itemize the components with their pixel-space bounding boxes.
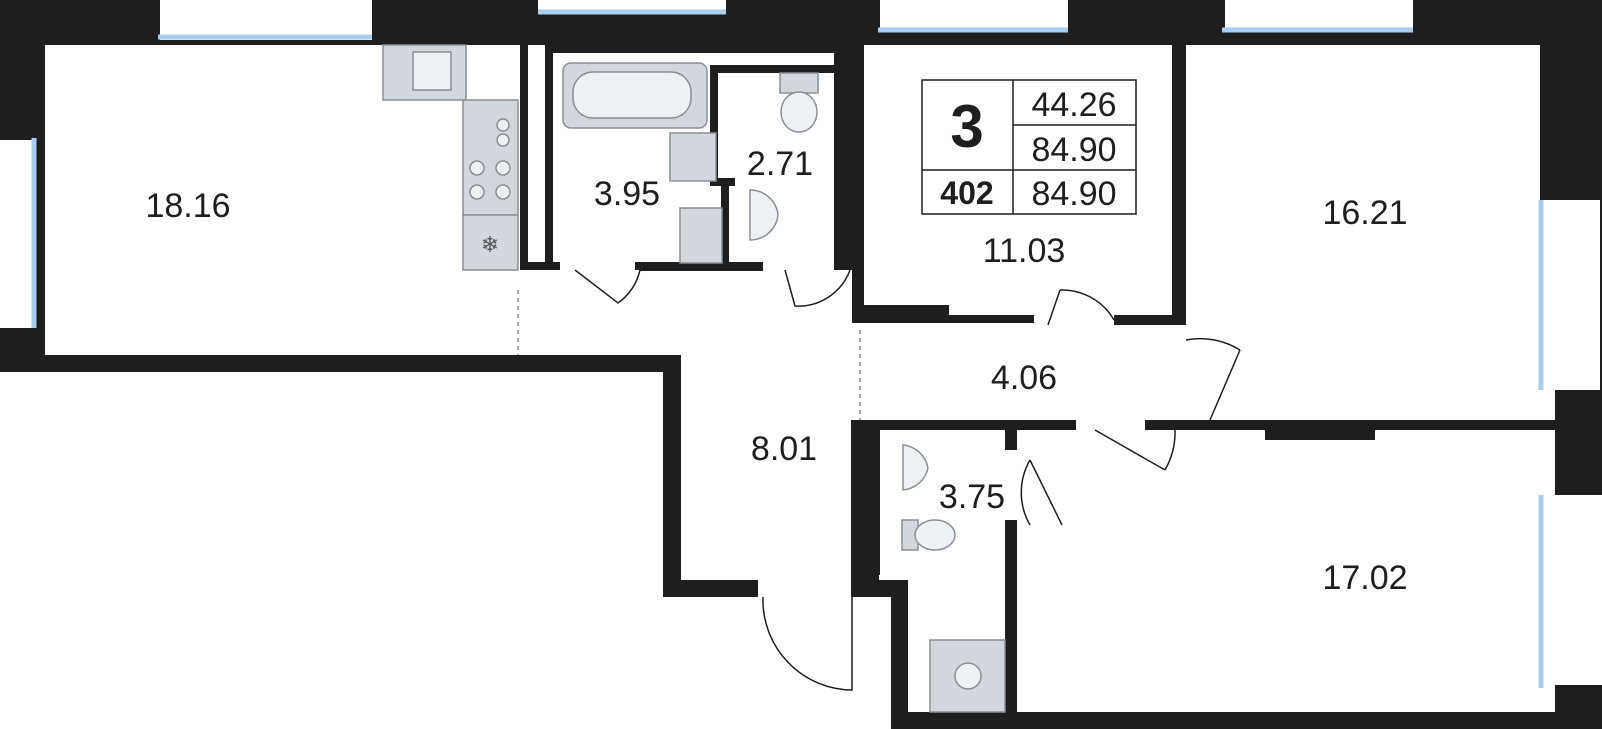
room-area-toilet: 2.71 [747,145,813,183]
stove-icon [462,99,519,216]
room-area-bathroom: 3.95 [594,175,660,213]
zone-separators [517,290,861,420]
windows [0,0,1602,688]
kitchen-fixtures: ❄ [382,44,519,271]
room-area-shower-room: 3.75 [939,478,1005,516]
washbasin-icon [669,132,717,182]
doors [574,269,1241,691]
toilet-icon [780,91,818,133]
apartment-info-card: 3 402 44.26 84.90 84.90 [921,79,1137,215]
total-area-value-2: 84.90 [1031,175,1116,213]
toilet-fixtures [749,72,819,241]
total-area-value: 84.90 [1031,131,1116,169]
toilet-tank-icon [779,72,819,94]
room-area-corridor: 4.06 [991,359,1057,397]
room-area-bedroom-right-top: 16.21 [1322,194,1407,232]
apartment-number: 402 [940,175,993,211]
svg-text:❄: ❄ [481,233,499,258]
room-area-kitchen-living: 18.16 [145,187,230,225]
room-labels: 18.16 3.95 2.71 11.03 16.21 4.06 8.01 3.… [145,145,1407,597]
living-area-value: 44.26 [1031,86,1116,124]
fridge-icon [462,214,519,271]
toilet-2-icon [914,519,956,551]
washbasin-2-icon [902,444,929,491]
sink-small-icon [749,189,779,241]
washing-machine-icon [679,207,723,264]
room-area-bedroom-center: 11.03 [983,232,1066,270]
rooms-count: 3 [950,93,983,160]
bathroom-fixtures [562,62,723,264]
room-area-hall: 8.01 [751,430,817,468]
shower-room-fixtures [901,444,1006,713]
room-area-bedroom-right-bottom: 17.02 [1322,559,1407,597]
